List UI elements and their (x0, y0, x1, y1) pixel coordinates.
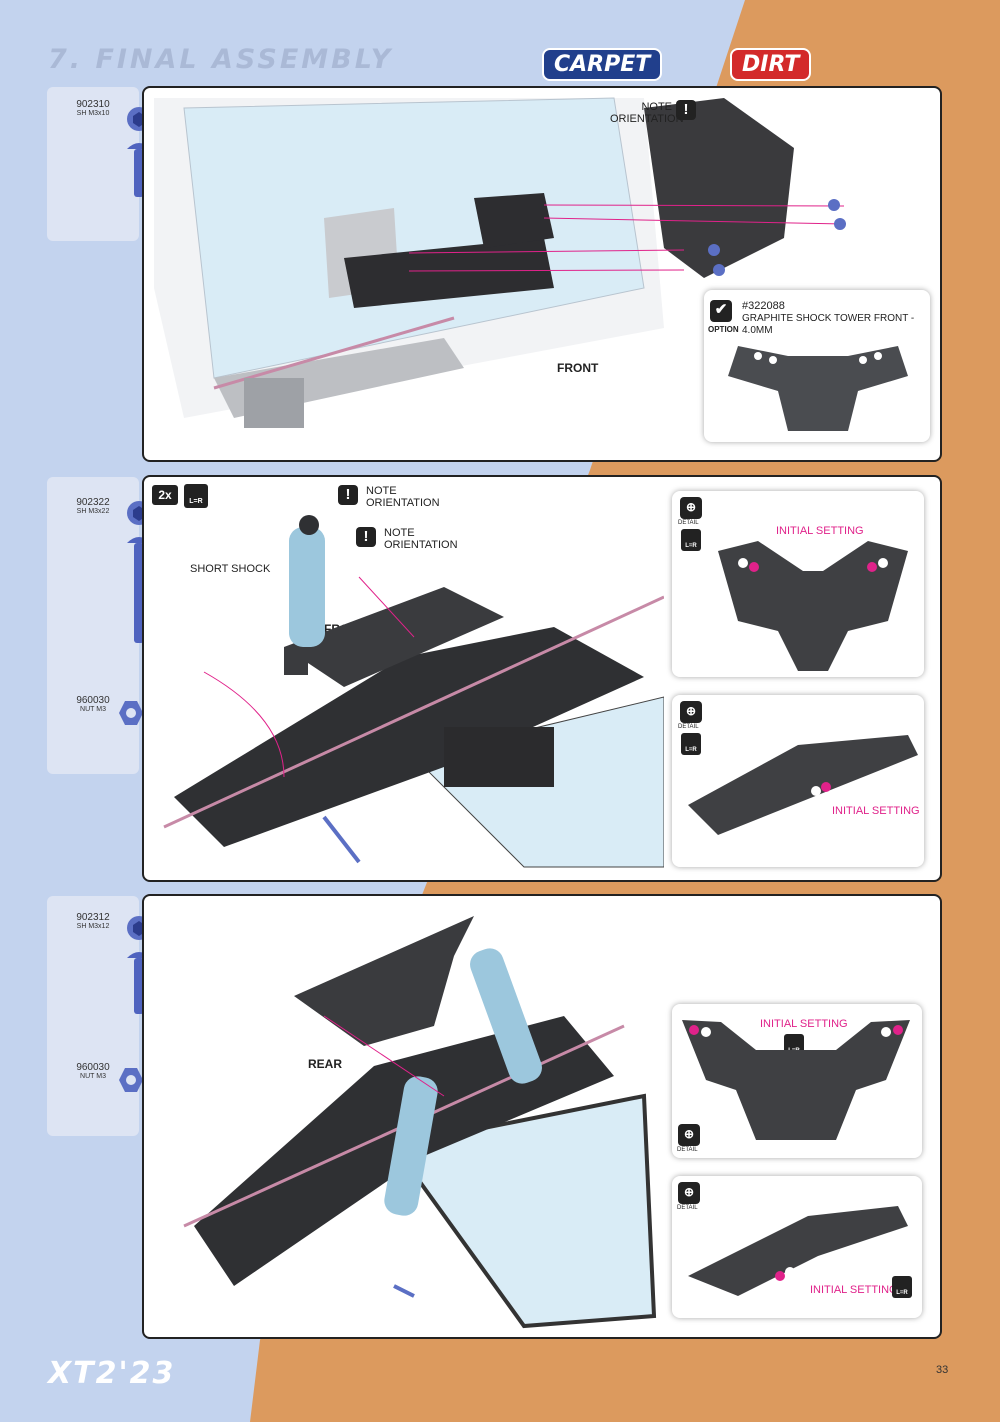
front-shock-tower-detail (718, 541, 908, 671)
option-desc: GRAPHITE SHOCK TOWER FRONT - 4.0MM (742, 313, 915, 336)
part-screw: 902322 SH M3x22 (47, 497, 151, 643)
parts-column-step2: 902322 SH M3x22 960030 NUT M3 (47, 477, 163, 774)
step1-panel: ! NOTE ORIENTATION FRONT ✔ OPTION #32208… (142, 86, 942, 462)
detail-magnify-icon: ⊕ (680, 701, 702, 723)
footer-logo: XT2'23 (48, 1356, 176, 1391)
mode-badge-dirt: DIRT (730, 48, 812, 81)
short-shock-image (284, 515, 325, 675)
front-arm-detail (688, 735, 918, 835)
part-screw: 902312 SH M3x12 (47, 912, 151, 1014)
parts-column-step1: 902310 SH M3x10 (47, 87, 151, 241)
note-orientation-label-2: NOTE ORIENTATION (384, 527, 458, 551)
part-nut: 960030 NUT M3 (47, 1062, 163, 1092)
rear-shock-left (384, 1076, 438, 1216)
part-code: 902310 (76, 99, 110, 110)
front-shock-assembly-illustration (163, 515, 664, 868)
lr-badge: L=R (681, 529, 701, 551)
rear-shock-right (470, 948, 542, 1084)
short-shock-label: SHORT SHOCK (190, 563, 271, 575)
detail-box-front-arm: ⊕ DETAIL L=R INITIAL SETTING (672, 695, 924, 867)
part-screw: 902310 SH M3x10 (47, 99, 151, 197)
graphite-shock-tower-image (728, 346, 908, 431)
initial-setting-label: INITIAL SETTING (810, 1284, 898, 1296)
note-icon: ! (356, 527, 376, 547)
rear-shock-assembly-illustration (183, 916, 657, 1329)
initial-setting-label: INITIAL SETTING (832, 805, 920, 817)
note-icon: ! (338, 485, 358, 505)
detail-label: DETAIL (677, 1147, 698, 1153)
mode-badge-carpet: CARPET (542, 48, 663, 81)
part-code: 960030 (76, 695, 110, 706)
step2-panel: 2x L=R ! NOTE ORIENTATION ! NOTE ORIENTA… (142, 475, 942, 882)
initial-setting-label: INITIAL SETTING (776, 525, 864, 537)
part-nut: 960030 NUT M3 (47, 695, 163, 725)
option-code: #322088 (742, 300, 785, 312)
detail-box-shock-tower: ⊕ DETAIL L=R INITIAL SETTING (672, 491, 924, 677)
detail-label: DETAIL (678, 520, 699, 526)
detail-box-rear-arm: ⊕ DETAIL INITIAL SETTING L=R (672, 1176, 922, 1318)
quantity-badge: 2x (152, 485, 178, 505)
note-orientation-label-1: NOTE ORIENTATION (366, 485, 440, 509)
part-desc: NUT M3 (80, 706, 106, 713)
part-desc: SH M3x10 (76, 110, 110, 117)
note-icon: ! (676, 100, 696, 120)
part-desc: SH M3x12 (76, 923, 110, 930)
rear-arm-detail (688, 1206, 908, 1296)
part-desc: SH M3x22 (76, 508, 110, 515)
parts-column-step3: 902312 SH M3x12 960030 NUT M3 (47, 896, 163, 1136)
note-orientation-label: NOTE ORIENTATION (610, 101, 684, 125)
initial-setting-label: INITIAL SETTING (760, 1018, 848, 1030)
rear-label: REAR (308, 1057, 343, 1071)
detail-magnify-icon: ⊕ (678, 1182, 700, 1204)
part-code: 902322 (76, 497, 110, 508)
part-code: 960030 (76, 1062, 110, 1073)
option-box: ✔ OPTION #322088 GRAPHITE SHOCK TOWER FR… (704, 290, 930, 442)
lr-badge: L=R (184, 484, 208, 508)
detail-box-rear-shock-tower: INITIAL SETTING L=R ⊕ DETAIL (672, 1004, 922, 1158)
lr-badge: L=R (892, 1276, 912, 1298)
detail-label: DETAIL (677, 1205, 698, 1211)
step3-panel: REAR INITIAL SETTING L=R ⊕ DETAIL ⊕ DETA… (142, 894, 942, 1339)
detail-label: DETAIL (678, 724, 699, 730)
lr-badge: L=R (681, 733, 701, 755)
chassis-front-illustration (154, 97, 846, 428)
detail-magnify-icon: ⊕ (680, 497, 702, 519)
part-desc: NUT M3 (80, 1073, 106, 1080)
page-title: 7. FINAL ASSEMBLY (48, 44, 394, 75)
page-number: 33 (936, 1364, 949, 1376)
option-label: OPTION (708, 325, 739, 334)
detail-magnify-icon: ⊕ (678, 1124, 700, 1146)
part-code: 902312 (76, 912, 110, 923)
rear-shock-tower-detail (682, 1020, 910, 1140)
front-label: FRONT (557, 361, 599, 375)
thumbs-up-icon: ✔ (710, 300, 732, 322)
